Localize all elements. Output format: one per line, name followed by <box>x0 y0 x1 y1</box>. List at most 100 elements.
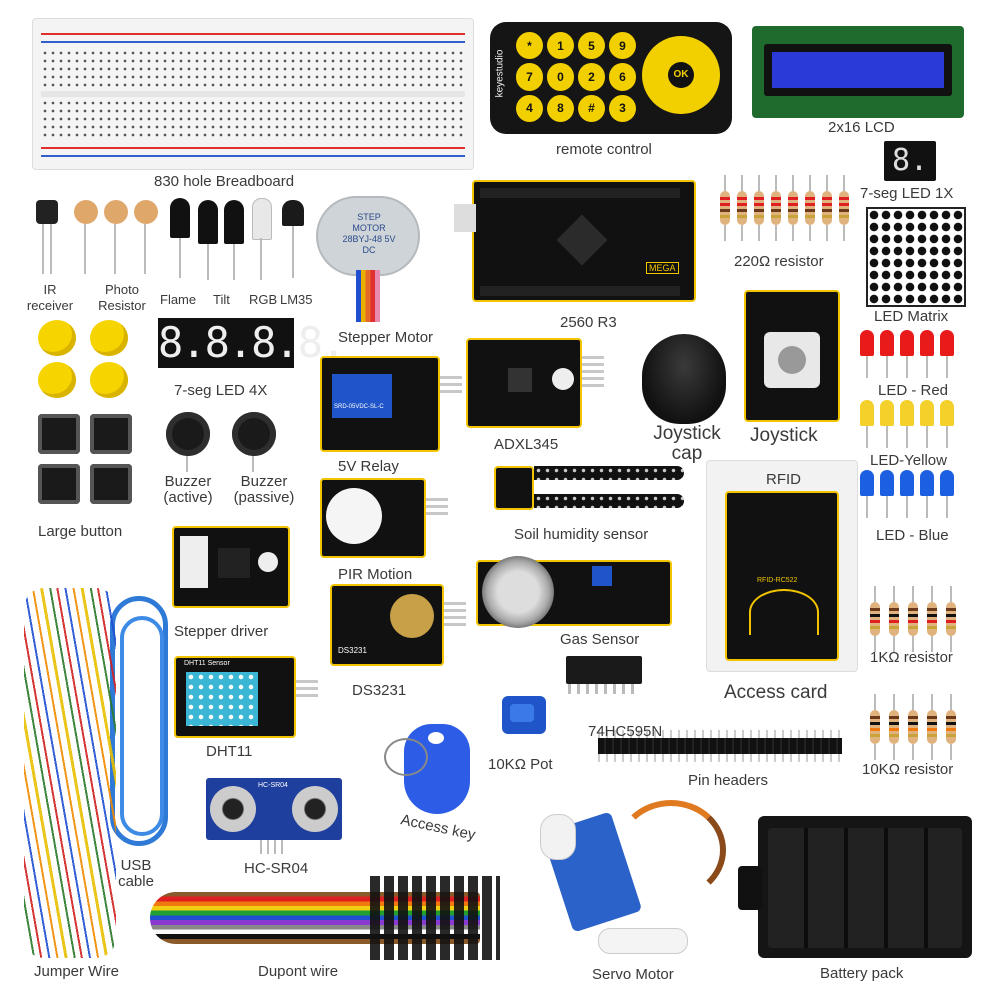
label-res220: 220Ω resistor <box>734 253 824 270</box>
label-dht11: DHT11 <box>206 743 253 760</box>
label-rgb: RGB <box>249 292 278 307</box>
label-led-red: LED - Red <box>878 382 949 399</box>
yellow-cap-3 <box>38 362 76 398</box>
label-ir-receiver: IR receiver <box>26 282 74 313</box>
label-joystick-cap: Joystick cap <box>653 423 721 464</box>
label-74hc595n: 74HC595N <box>588 723 663 740</box>
label-buzzer-passive: Buzzer (passive) <box>233 473 295 506</box>
remote-key: 4 <box>516 94 543 122</box>
remote-key: 2 <box>578 63 605 91</box>
hcsr04-module: HC-SR04 <box>206 778 342 840</box>
label-usb: USB cable <box>118 857 154 890</box>
label-large-button: Large button <box>38 523 123 540</box>
jumper-wires <box>24 588 116 958</box>
pin-headers <box>598 738 842 754</box>
label-led-yellow: LED-Yellow <box>870 452 947 469</box>
led <box>920 330 934 356</box>
label-res1k: 1KΩ resistor <box>870 649 953 666</box>
large-button-4 <box>90 464 132 504</box>
label-rfid: RFID <box>766 471 801 488</box>
rgb-led <box>252 198 272 240</box>
relay-module: SRD-05VDC-SL-C <box>320 356 440 452</box>
soil-sensor-prong-2 <box>534 494 684 508</box>
rfid-card: RFID-RC522 <box>706 460 858 672</box>
label-remote-control: remote control <box>556 141 652 158</box>
label-soil: Soil humidity sensor <box>514 526 649 543</box>
led <box>880 400 894 426</box>
remote-key: 8 <box>547 94 574 122</box>
large-button-1 <box>38 414 80 454</box>
led <box>920 400 934 426</box>
remote-key: 3 <box>609 94 636 122</box>
lcd-module <box>752 26 964 118</box>
resistor <box>737 175 747 241</box>
led <box>860 330 874 356</box>
resistor <box>771 175 781 241</box>
led <box>900 400 914 426</box>
stepper-motor: STEP MOTOR 28BYJ-48 5V DC <box>316 196 420 276</box>
rfid-print: RFID-RC522 <box>757 577 798 584</box>
ds3231-module: DS3231 <box>330 584 444 666</box>
label-access-key: Access key <box>399 811 477 844</box>
flame-sensor <box>170 198 190 238</box>
label-lm35: LM35 <box>280 292 313 307</box>
resistor <box>788 175 798 241</box>
resistor <box>908 586 918 652</box>
remote-brand: keyestudio <box>494 49 506 98</box>
tilt-sensor-1 <box>198 200 218 244</box>
label-adxl345: ADXL345 <box>494 436 559 453</box>
buzzer-passive <box>232 412 276 456</box>
led <box>920 470 934 496</box>
label-seg1x: 7-seg LED 1X <box>860 185 954 202</box>
buzzer-active <box>166 412 210 456</box>
resistor <box>946 586 956 652</box>
stepper-motor-print: STEP MOTOR 28BYJ-48 5V DC <box>342 212 396 255</box>
label-breadboard: 830 hole Breadboard <box>154 173 295 190</box>
resistor <box>754 175 764 241</box>
label-buzzer-active: Buzzer (active) <box>163 473 213 506</box>
label-flame: Flame <box>160 292 197 307</box>
mega-2560-board: MEGA <box>454 180 696 302</box>
led <box>860 400 874 426</box>
gas-sensor-module <box>476 556 672 628</box>
label-ds3231: DS3231 <box>352 682 407 699</box>
label-tilt: Tilt <box>213 292 230 307</box>
led <box>940 330 954 356</box>
dht11-module: DHT11 Sensor <box>174 656 296 738</box>
remote-key: * <box>516 32 543 60</box>
label-photo-resistor: Photo Resistor <box>98 282 146 313</box>
led <box>940 400 954 426</box>
label-dupont: Dupont wire <box>258 963 339 980</box>
resistor <box>946 694 956 760</box>
relay-print: SRD-05VDC-SL-C <box>334 404 384 410</box>
label-battery: Battery pack <box>820 965 904 982</box>
resistor <box>870 694 880 760</box>
resistor <box>889 586 899 652</box>
servo-wire <box>616 800 726 900</box>
resistor <box>927 694 937 760</box>
led-matrix <box>866 207 966 307</box>
label-joystick: Joystick <box>750 425 818 446</box>
remote-key: 6 <box>609 63 636 91</box>
resistors-1k <box>870 586 970 652</box>
label-lcd: 2x16 LCD <box>828 119 895 136</box>
resistors-10k <box>870 694 970 760</box>
label-servo: Servo Motor <box>592 966 674 983</box>
pir-module <box>320 478 426 558</box>
seven-seg-4x: 8.8.8.8. <box>158 318 346 368</box>
label-pot: 10KΩ Pot <box>488 756 553 773</box>
soil-sensor-prong-1 <box>534 466 684 480</box>
resistor <box>822 175 832 241</box>
photo-resistor-2 <box>104 200 128 224</box>
mega-badge: MEGA <box>646 262 679 274</box>
lm35-sensor <box>282 200 304 226</box>
label-seg4x: 7-seg LED 4X <box>174 382 268 399</box>
resistor <box>839 175 849 241</box>
yellow-cap-1 <box>38 320 76 356</box>
resistor <box>805 175 815 241</box>
soil-sensor-head <box>494 466 534 510</box>
label-hcsr04: HC-SR04 <box>244 860 309 877</box>
tilt-sensor-2 <box>224 200 244 244</box>
